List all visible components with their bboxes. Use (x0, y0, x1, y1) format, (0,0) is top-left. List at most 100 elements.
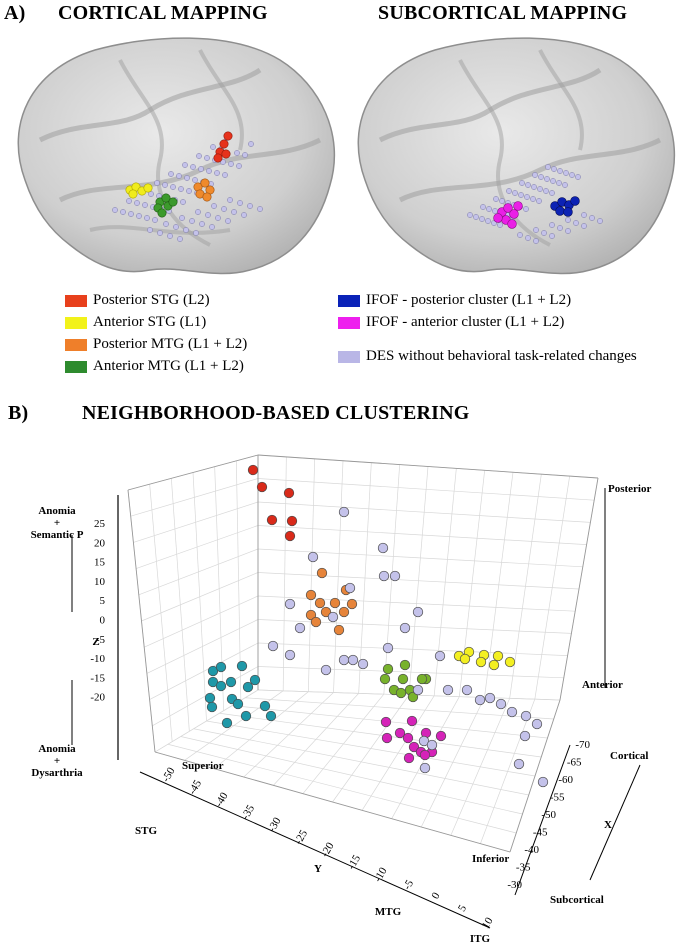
stimulation-site (234, 150, 240, 156)
stimulation-site (479, 216, 485, 222)
stimulation-site (173, 224, 179, 230)
scatter-point-teal (236, 660, 248, 672)
stimulation-site (533, 238, 539, 244)
stimulation-site (196, 153, 202, 159)
stimulation-site (236, 163, 242, 169)
anterior-label: Anterior (582, 679, 623, 691)
stimulation-site (179, 215, 185, 221)
scatter-point-lavender (389, 570, 401, 582)
stimulation-site (563, 207, 573, 217)
stimulation-site (512, 190, 518, 196)
stimulation-site (597, 218, 603, 224)
scatter-point-lavender (320, 664, 332, 676)
legend-item: IFOF - posterior cluster (L1 + L2) (338, 292, 571, 309)
stimulation-site (190, 164, 196, 170)
stimulation-site (519, 180, 525, 186)
scatter-point-magenta (408, 741, 420, 753)
stimulation-site (524, 194, 530, 200)
scatter-point-red (283, 487, 295, 499)
scatter-point-teal (221, 717, 233, 729)
scatter-point-teal (259, 700, 271, 712)
scatter-point-yellow (475, 656, 487, 668)
scatter-point-lavender (284, 649, 296, 661)
y-tick-label: -40 (213, 790, 231, 809)
scatter-point-lavender (294, 622, 306, 634)
scatter-point-lavender (520, 710, 532, 722)
legend-label: IFOF - posterior cluster (L1 + L2) (366, 292, 572, 308)
scatter-point-green (379, 673, 391, 685)
stimulation-site (147, 227, 153, 233)
z-tick-label: -10 (90, 653, 105, 665)
stimulation-site (219, 139, 229, 149)
stimulation-site (144, 215, 150, 221)
stimulation-site (186, 188, 192, 194)
scatter-point-orange (346, 598, 358, 610)
stimulation-site (142, 202, 148, 208)
stimulation-site (257, 206, 263, 212)
x-axis-letter: X (604, 819, 612, 831)
scatter-point-yellow (504, 656, 516, 668)
stimulation-site (126, 198, 132, 204)
stimulation-site (503, 203, 513, 213)
y-tick-label: 10 (480, 915, 496, 931)
scatter-point-teal (242, 681, 254, 693)
stimulation-site (533, 227, 539, 233)
stimulation-site (518, 192, 524, 198)
z-bottom-label: + (54, 755, 60, 767)
superior-label: Superior (182, 760, 224, 772)
scatter-point-orange (320, 606, 332, 618)
stimulation-site (513, 201, 523, 211)
stimulation-site (531, 184, 537, 190)
stimulation-site (544, 176, 550, 182)
scatter-point-orange (329, 597, 341, 609)
stimulation-site (241, 212, 247, 218)
stimulation-site (569, 172, 575, 178)
scatter-point-green (399, 659, 411, 671)
scatter-point-teal (215, 680, 227, 692)
scatter-point-lavender (474, 694, 486, 706)
y-tick-label: -15 (345, 853, 363, 872)
scatter-point-orange (316, 567, 328, 579)
stimulation-site (581, 223, 587, 229)
scatter-point-orange (314, 597, 326, 609)
scatter-point-magenta (394, 727, 406, 739)
z-tick-label: 5 (100, 595, 106, 607)
scatter-point-teal (204, 692, 216, 704)
stimulation-site (517, 232, 523, 238)
cortical-title: CORTICAL MAPPING (58, 2, 268, 24)
stimulation-site (134, 200, 140, 206)
legend-label: DES without behavioral task-related chan… (366, 348, 637, 364)
stimulation-site (228, 161, 234, 167)
scatter-point-lavender (484, 692, 496, 704)
z-tick-label: 20 (94, 537, 106, 549)
stimulation-site (555, 206, 565, 216)
scatter-point-teal (232, 698, 244, 710)
brain-images (17, 37, 676, 275)
scatter-point-lavender (513, 758, 525, 770)
x-tick-label: -30 (507, 879, 522, 891)
panel-a-label: A) (4, 2, 26, 24)
scatter-point-lavender (426, 739, 438, 751)
scatter-point-lavender (412, 606, 424, 618)
scatter-point-teal (215, 661, 227, 673)
y-tick-label: -25 (292, 828, 310, 847)
stimulation-site (213, 153, 223, 163)
y-tick-label: -50 (160, 765, 178, 784)
scatter-point-magenta (403, 752, 415, 764)
scatter-point-orange (333, 624, 345, 636)
x-tick-label: -60 (558, 774, 573, 786)
scatter-point-teal (249, 674, 261, 686)
scatter-point-lavender (307, 551, 319, 563)
inferior-label: Inferior (472, 853, 509, 865)
stimulation-site (231, 209, 237, 215)
stimulation-site (163, 221, 169, 227)
z-tick-label: -5 (96, 634, 106, 646)
stimulation-site (480, 204, 486, 210)
stimulation-site (506, 188, 512, 194)
stimulation-site (154, 180, 160, 186)
cortical-label: Cortical (610, 750, 648, 762)
legend-item: IFOF - anterior cluster (L1 + L2) (338, 314, 564, 331)
legend-item: DES without behavioral task-related chan… (338, 348, 637, 365)
scatter-point-orange (338, 606, 350, 618)
scatter-point-lavender (519, 730, 531, 742)
